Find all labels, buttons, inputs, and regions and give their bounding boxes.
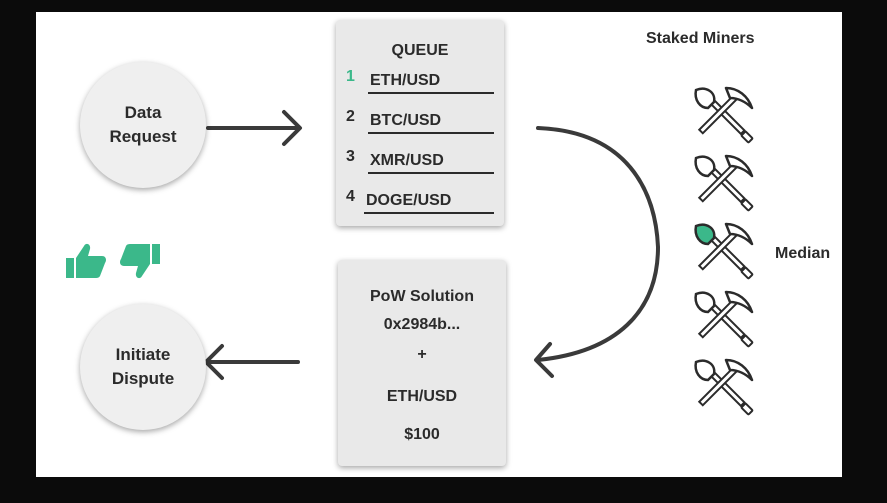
thumbs-down-icon (120, 244, 160, 279)
pickaxe-shovel-icon (690, 152, 754, 214)
queue-item-pair: BTC/USD (370, 112, 442, 129)
queue-item-underline (368, 92, 494, 94)
pickaxe-shovel-icon (690, 220, 754, 282)
queue-item: 3 XMR/USD (346, 148, 496, 174)
arrow-queue-to-solution (534, 126, 660, 378)
initiate-dispute-node: Initiate Dispute (80, 304, 206, 430)
staked-miners-title: Staked Miners (646, 30, 755, 47)
queue-item-number: 4 (346, 188, 355, 205)
arrows-layer (204, 110, 660, 380)
queue-item-underline (364, 212, 494, 214)
diagram-canvas: Data Request Initiate Dispute QUEUE 1 ET… (36, 12, 842, 477)
queue-item-underline (368, 132, 494, 134)
pickaxe-shovel-icon (690, 84, 754, 146)
queue-item-pair: ETH/USD (370, 72, 441, 89)
queue-item-number: 3 (346, 148, 355, 165)
queue-title: QUEUE (391, 42, 449, 59)
queue-item: 2 BTC/USD (346, 108, 496, 134)
queue-item: 1 ETH/USD (346, 68, 496, 94)
queue-item-underline (368, 172, 494, 174)
solution-value: $100 (404, 426, 440, 443)
queue-item-pair: XMR/USD (370, 152, 444, 169)
pickaxe-shovel-icon (690, 288, 754, 350)
solution-pair: ETH/USD (386, 388, 458, 405)
data-request-node: Data Request (80, 62, 206, 188)
solution-hash: 0x2984b... (383, 316, 461, 333)
solution-title: PoW Solution (370, 288, 474, 305)
solution-plus: + (417, 346, 427, 363)
median-label: Median (775, 245, 831, 262)
queue-item-number: 2 (346, 108, 355, 125)
pickaxe-shovel-icon (690, 356, 754, 418)
queue-box: QUEUE 1 ETH/USD 2 BTC/USD 3 XMR/USD 4 DO… (336, 20, 504, 226)
queue-item-pair: DOGE/USD (366, 192, 452, 209)
queue-item: 4 DOGE/USD (346, 188, 496, 214)
queue-item-number: 1 (346, 68, 355, 85)
data-request-label: Data Request (109, 103, 177, 146)
pow-solution-box: PoW Solution 0x2984b... + ETH/USD $100 (338, 260, 506, 466)
arrow-solution-to-dispute (204, 344, 300, 380)
arrow-request-to-queue (206, 110, 302, 146)
thumbs-up-icon (66, 243, 106, 278)
initiate-dispute-label: Initiate Dispute (111, 345, 175, 388)
